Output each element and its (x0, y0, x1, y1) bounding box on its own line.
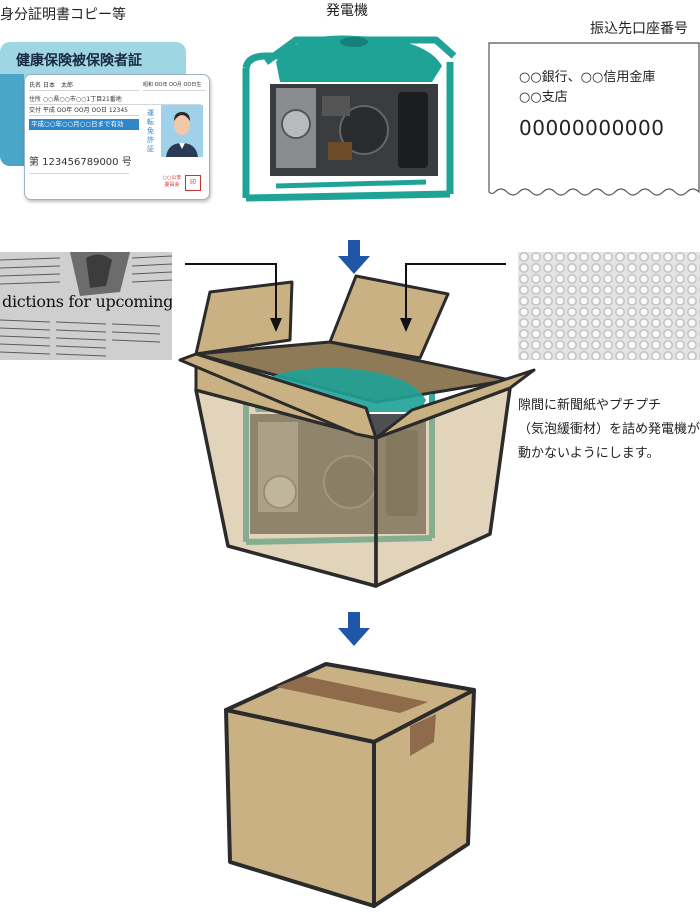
account-number: 00000000000 (519, 116, 665, 140)
note-line-3: 動かないようにします。 (518, 446, 660, 461)
issue-date: 交付 平成 OO年 OO月 OO日 12345 (29, 106, 139, 116)
newspaper-photo: dictions for upcoming (0, 252, 172, 360)
open-box-with-generator (178, 274, 536, 588)
account-label: 振込先口座番号 (590, 21, 688, 37)
id-copy-label: 身分証明書コピー等 (0, 7, 126, 23)
note-line-1: 隙間に新聞紙やプチプチ (518, 398, 662, 413)
bank-slip (488, 42, 700, 196)
newspaper-headline: dictions for upcoming (2, 292, 172, 311)
name-value: 日本 太郎 (42, 82, 73, 89)
leader-lines (185, 263, 506, 332)
down-arrow-icon (338, 612, 370, 646)
note-line-2: （気泡緩衝材）を詰め発電機が (518, 422, 700, 437)
closed-taped-box (224, 662, 476, 908)
generator-label: 発電機 (326, 3, 368, 19)
license-vertical-text: 運転免許証 (147, 109, 154, 153)
generator-image (242, 35, 457, 202)
name-label: 氏名 (29, 82, 42, 89)
issuing-agency: ○○公安委員会 (162, 175, 182, 188)
birth-date: 昭和 OO年 OO月 OO日生 (143, 81, 205, 91)
down-arrow-icon (338, 240, 370, 274)
valid-until: 平成○○年○○月○○日まで有効 (29, 119, 139, 130)
bubble-wrap-photo (518, 252, 700, 360)
license-number: 第 123456789000 号 (29, 157, 132, 168)
drivers-license-card: 氏名 日本 太郎 昭和 OO年 OO月 OO日生 住所 ○○県○○市○○1丁目2… (24, 74, 210, 200)
branch-name: ○○支店 (519, 90, 568, 105)
id-photo (161, 105, 203, 157)
bank-name: ○○銀行、○○信用金庫 (519, 70, 656, 85)
seal-stamp: 印 (185, 175, 201, 191)
address: 住所 ○○県○○市○○1丁目21番地 (29, 95, 201, 105)
insurance-card-title: 健康保険被保険者証 (16, 53, 142, 69)
